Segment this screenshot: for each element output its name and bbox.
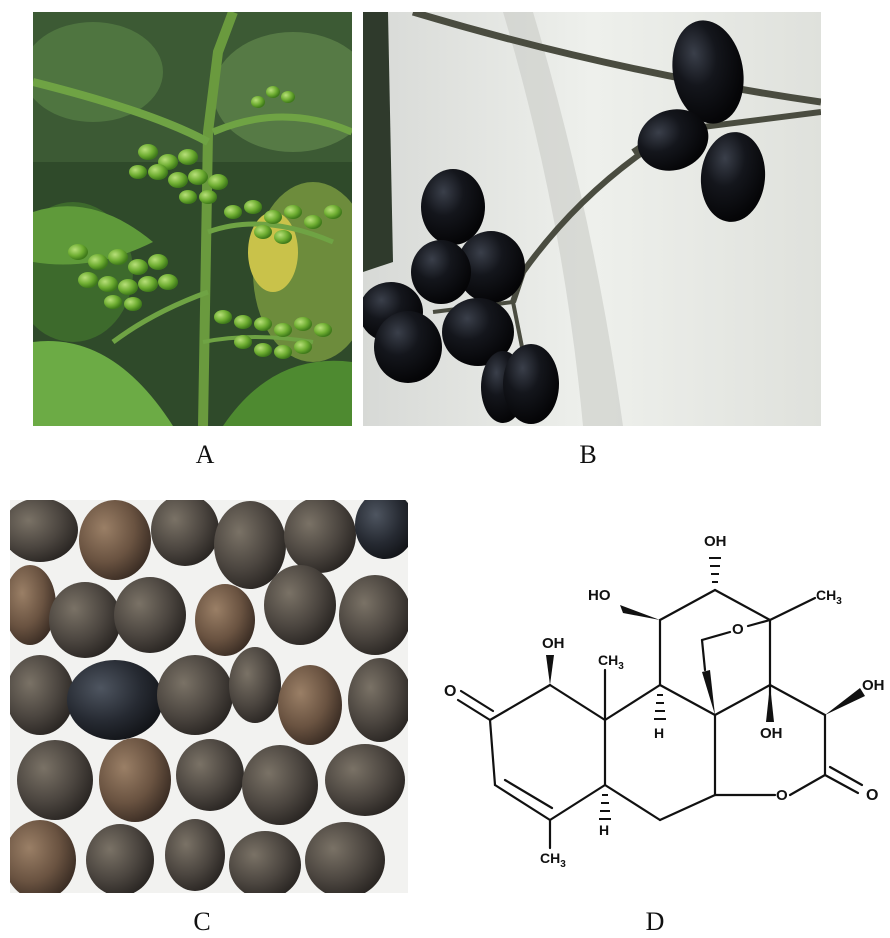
panel-label-a: A — [195, 440, 215, 469]
hydroxyl-label-4: OH — [760, 725, 783, 742]
lactone-carbonyl-oxygen-label: O — [866, 787, 878, 804]
hydrogen-label-upper: H — [654, 725, 664, 741]
green-fruit-photo — [33, 12, 352, 426]
methyl-label-bottom: CH3 — [540, 850, 566, 870]
photo-panel-a — [33, 12, 352, 426]
panel-label-b: B — [579, 440, 597, 469]
black-fruit-photo — [363, 12, 821, 426]
chemical-structure-panel-d: OH HO OH OH OH CH3 CH3 CH3 O O O O H H — [430, 510, 890, 890]
ketone-oxygen-label: O — [444, 683, 456, 700]
panel-label-d: D — [645, 907, 665, 936]
ether-oxygen-label: O — [732, 621, 744, 638]
quassinoid-structure-diagram: OH HO OH OH OH CH3 CH3 CH3 O O O O H H — [444, 533, 885, 870]
lactone-ring-oxygen-label: O — [776, 787, 788, 804]
hydroxyl-label-3: OH — [704, 533, 727, 550]
hydroxyl-label-2: HO — [588, 587, 611, 604]
photo-panel-b — [363, 12, 821, 426]
hydroxyl-label-5: OH — [862, 677, 885, 694]
dried-seeds-photo — [10, 500, 408, 893]
hydrogen-label-lower: H — [599, 822, 609, 838]
methyl-label-top: CH3 — [816, 587, 842, 607]
hydroxyl-label-1: OH — [542, 635, 565, 652]
panel-label-c: C — [193, 907, 211, 936]
photo-panel-c — [10, 500, 408, 893]
methyl-label-mid: CH3 — [598, 652, 624, 672]
